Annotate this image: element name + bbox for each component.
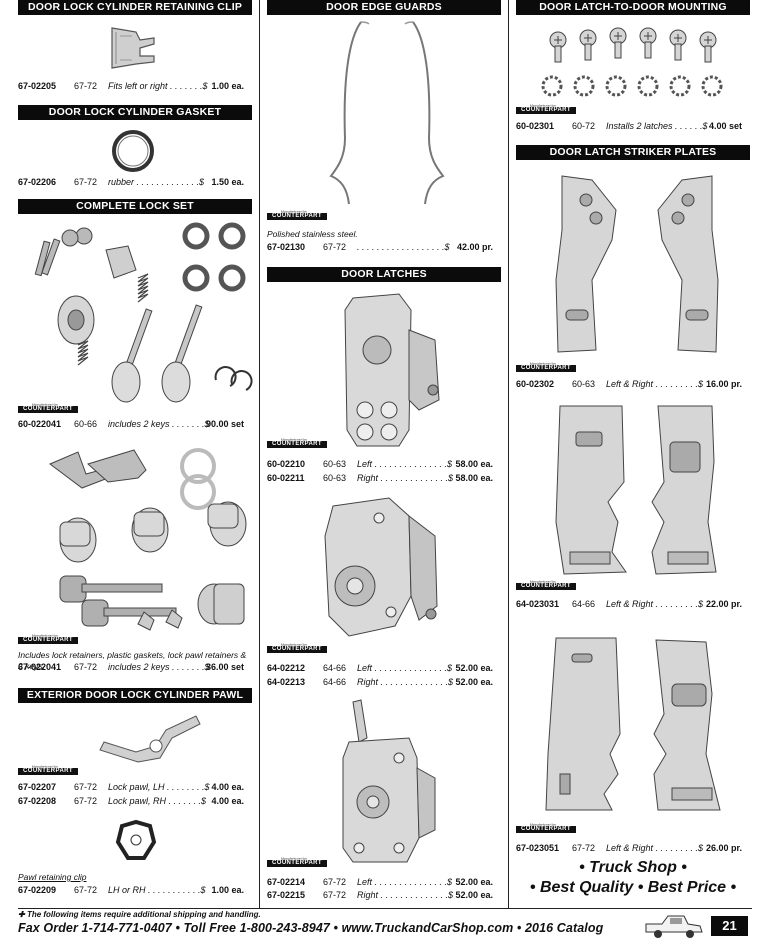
row-64-023031: 64-023031 64-66 Left & Right . . . . . .… <box>516 599 742 609</box>
door-latch-60-63-image <box>344 293 440 447</box>
column-divider-left <box>259 0 260 908</box>
cylinder-gasket-image <box>112 130 154 172</box>
row-60-02210: 60-02210 60-63 Left . . . . . . . . . . … <box>267 459 493 469</box>
counterpart-badge: Manufactured by COUNTERPART <box>516 823 576 833</box>
row-60-02211: 60-02211 60-63 Right . . . . . . . . . .… <box>267 473 493 483</box>
row-60-022041: 60-022041 60-66 includes 2 keys . . . . … <box>18 419 244 429</box>
lock-set-60-66-image <box>34 222 253 403</box>
section-header-striker-plates: DOOR LATCH STRIKER PLATES <box>516 145 750 160</box>
row-60-02301: 60-02301 60-72 Installs 2 latches . . . … <box>516 121 742 131</box>
door-edge-guards-image <box>329 21 445 205</box>
counterpart-badge: Manufactured by COUNTERPART <box>18 765 78 775</box>
row-64-02213: 64-02213 64-66 Right . . . . . . . . . .… <box>267 677 493 687</box>
section-header-complete-lock-set: COMPLETE LOCK SET <box>18 199 252 214</box>
striker-plate-67-72-image <box>545 637 721 811</box>
counterpart-badge: Manufactured by COUNTERPART <box>18 403 78 413</box>
counterpart-badge: Manufactured by COUNTERPART <box>18 634 78 644</box>
row-67-02207: 67-02207 67-72 Lock pawl, LH . . . . . .… <box>18 782 244 792</box>
slogan-truck-shop: • Truck Shop • <box>579 859 687 876</box>
column-divider-right <box>508 0 509 908</box>
row-67-02209: 67-02209 67-72 LH or RH . . . . . . . . … <box>18 885 244 895</box>
edge-guards-note: Polished stainless steel. <box>267 229 358 239</box>
counterpart-badge: Manufactured by COUNTERPART <box>267 857 327 867</box>
section-header-cylinder-pawl: EXTERIOR DOOR LOCK CYLINDER PAWL <box>18 688 252 703</box>
row-67-02130: 67-02130 67-72 . . . . . . . . . . . . .… <box>267 242 493 252</box>
door-latch-67-72-image <box>342 699 436 863</box>
section-header-mounting-screws: DOOR LATCH-TO-DOOR MOUNTING SCREWS <box>516 0 750 28</box>
row-67-02215: 67-02215 67-72 Right . . . . . . . . . .… <box>267 890 493 900</box>
counterpart-badge: Manufactured by COUNTERPART <box>267 643 327 653</box>
lock-set-note: Includes lock retainers, plastic gaskets… <box>18 650 247 671</box>
counterpart-badge: Manufactured by COUNTERPART <box>516 580 576 590</box>
row-67-02208: 67-02208 67-72 Lock pawl, RH . . . . . .… <box>18 796 244 806</box>
counterpart-badge: Manufactured by COUNTERPART <box>516 104 576 114</box>
mounting-screws-image <box>541 27 723 97</box>
retaining-clip-image <box>111 27 155 69</box>
counterpart-badge: Manufactured by COUNTERPART <box>267 210 327 220</box>
slogan-best-quality: • Best Quality • Best Price • <box>529 879 737 896</box>
counterpart-badge: Manufactured by COUNTERPART <box>267 438 327 448</box>
row-67-023051: 67-023051 67-72 Left & Right . . . . . .… <box>516 843 742 853</box>
door-latch-64-66-image <box>324 497 438 637</box>
lock-set-67-72-image <box>49 448 247 631</box>
row-67-02214: 67-02214 67-72 Left . . . . . . . . . . … <box>267 877 493 887</box>
row-67-022041: 67-022041 67-72 includes 2 keys . . . . … <box>18 662 244 672</box>
row-67-02206: 67-02206 67-72 rubber . . . . . . . . . … <box>18 177 244 187</box>
striker-plate-64-66-image <box>555 405 717 575</box>
pawl-retaining-clip-image <box>115 819 157 860</box>
footer-shipping-note: ✚ The following items require additional… <box>18 910 261 919</box>
pawl-clip-note: Pawl retaining clip <box>18 872 87 882</box>
row-64-02212: 64-02212 64-66 Left . . . . . . . . . . … <box>267 663 493 673</box>
row-67-02205: 67-02205 67-72 Fits left or right . . . … <box>18 81 244 91</box>
section-header-retaining-clip: DOOR LOCK CYLINDER RETAINING CLIP <box>18 0 252 15</box>
counterpart-badge: Manufactured by COUNTERPART <box>516 362 576 372</box>
page-number: 21 <box>711 916 748 936</box>
section-header-door-edge-guards: DOOR EDGE GUARDS <box>267 0 501 15</box>
section-header-cylinder-gasket: DOOR LOCK CYLINDER GASKET <box>18 105 252 120</box>
row-60-02302: 60-02302 60-63 Left & Right . . . . . . … <box>516 379 742 389</box>
footer-contact-line: Fax Order 1-714-771-0407 • Toll Free 1-8… <box>18 921 604 935</box>
section-header-door-latches: DOOR LATCHES <box>267 267 501 282</box>
truck-icon <box>645 915 703 938</box>
striker-plate-60-63-image <box>555 175 719 353</box>
cylinder-pawl-image <box>99 715 201 763</box>
plus-icon: ✚ <box>18 910 27 919</box>
footer-rule <box>18 908 752 909</box>
